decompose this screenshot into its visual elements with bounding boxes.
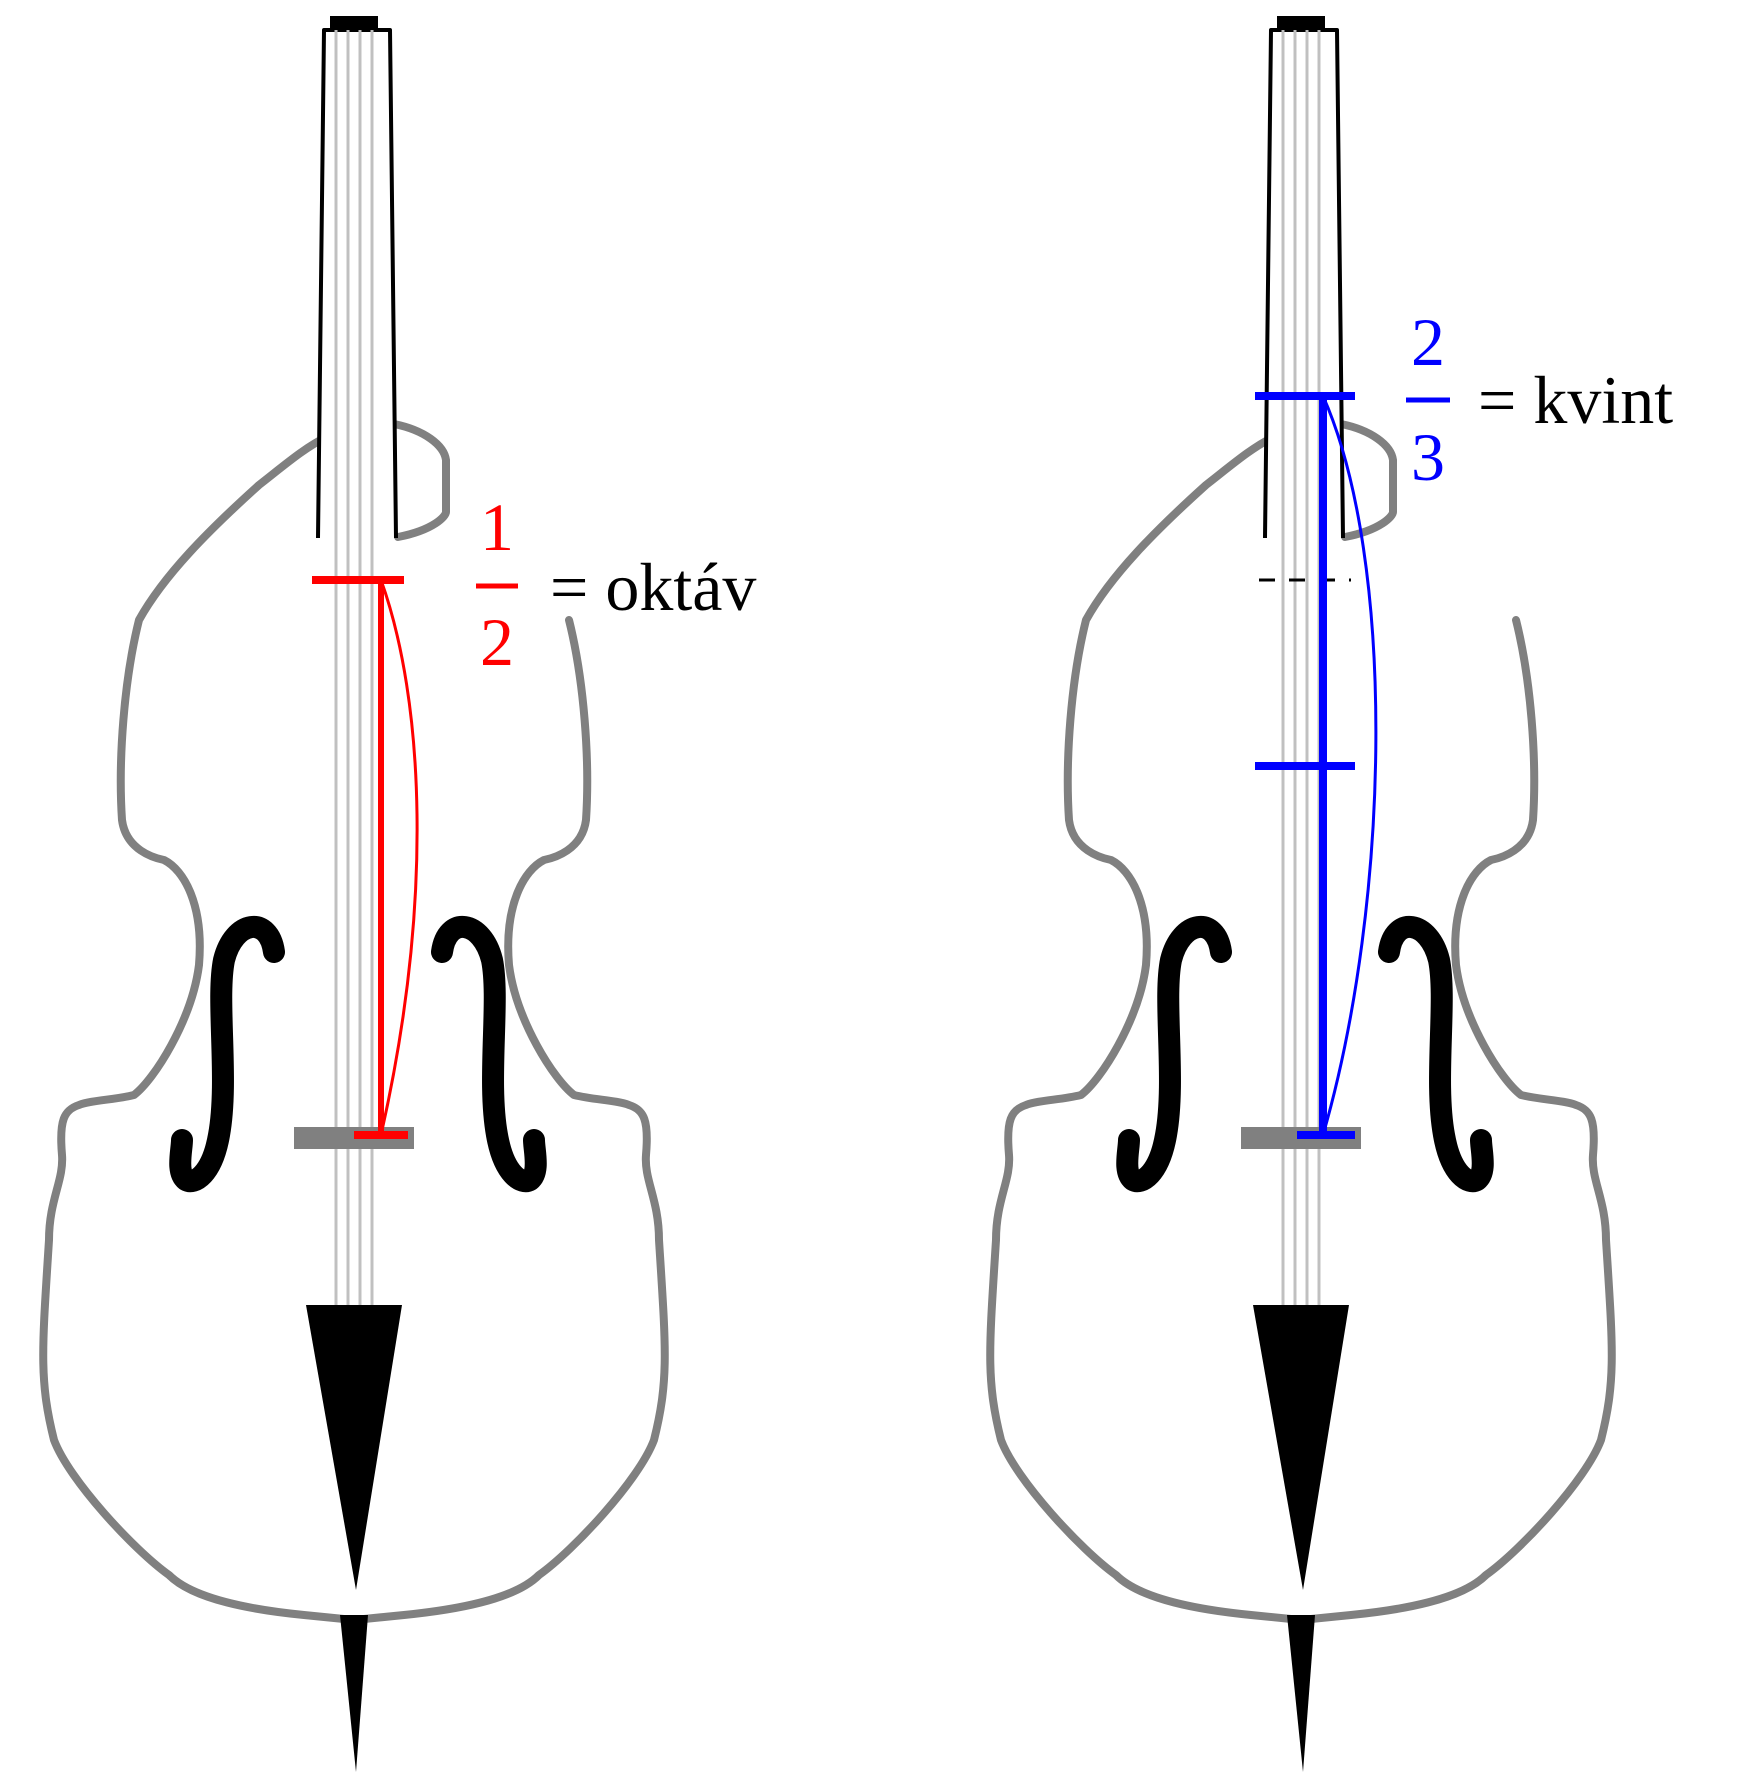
fraction-denominator: 2 [480,604,514,680]
fraction-denominator: 3 [1411,419,1445,495]
fraction-numerator: 2 [1411,304,1445,380]
fraction-octave: 1 2 = oktáv [476,489,756,680]
interval-caption: = oktáv [550,549,756,625]
instrument-fifth [990,16,1612,1772]
interval-caption: = kvint [1478,362,1673,438]
octave-measurement [312,576,419,1139]
fifth-measurement [1255,392,1378,1139]
octave-vibration-arc [379,579,419,1136]
instrument-octave [43,16,665,1772]
fraction-numerator: 1 [480,489,514,565]
fraction-fifth: 2 3 = kvint [1406,304,1673,495]
fifth-vibration-arc [1321,395,1378,1136]
